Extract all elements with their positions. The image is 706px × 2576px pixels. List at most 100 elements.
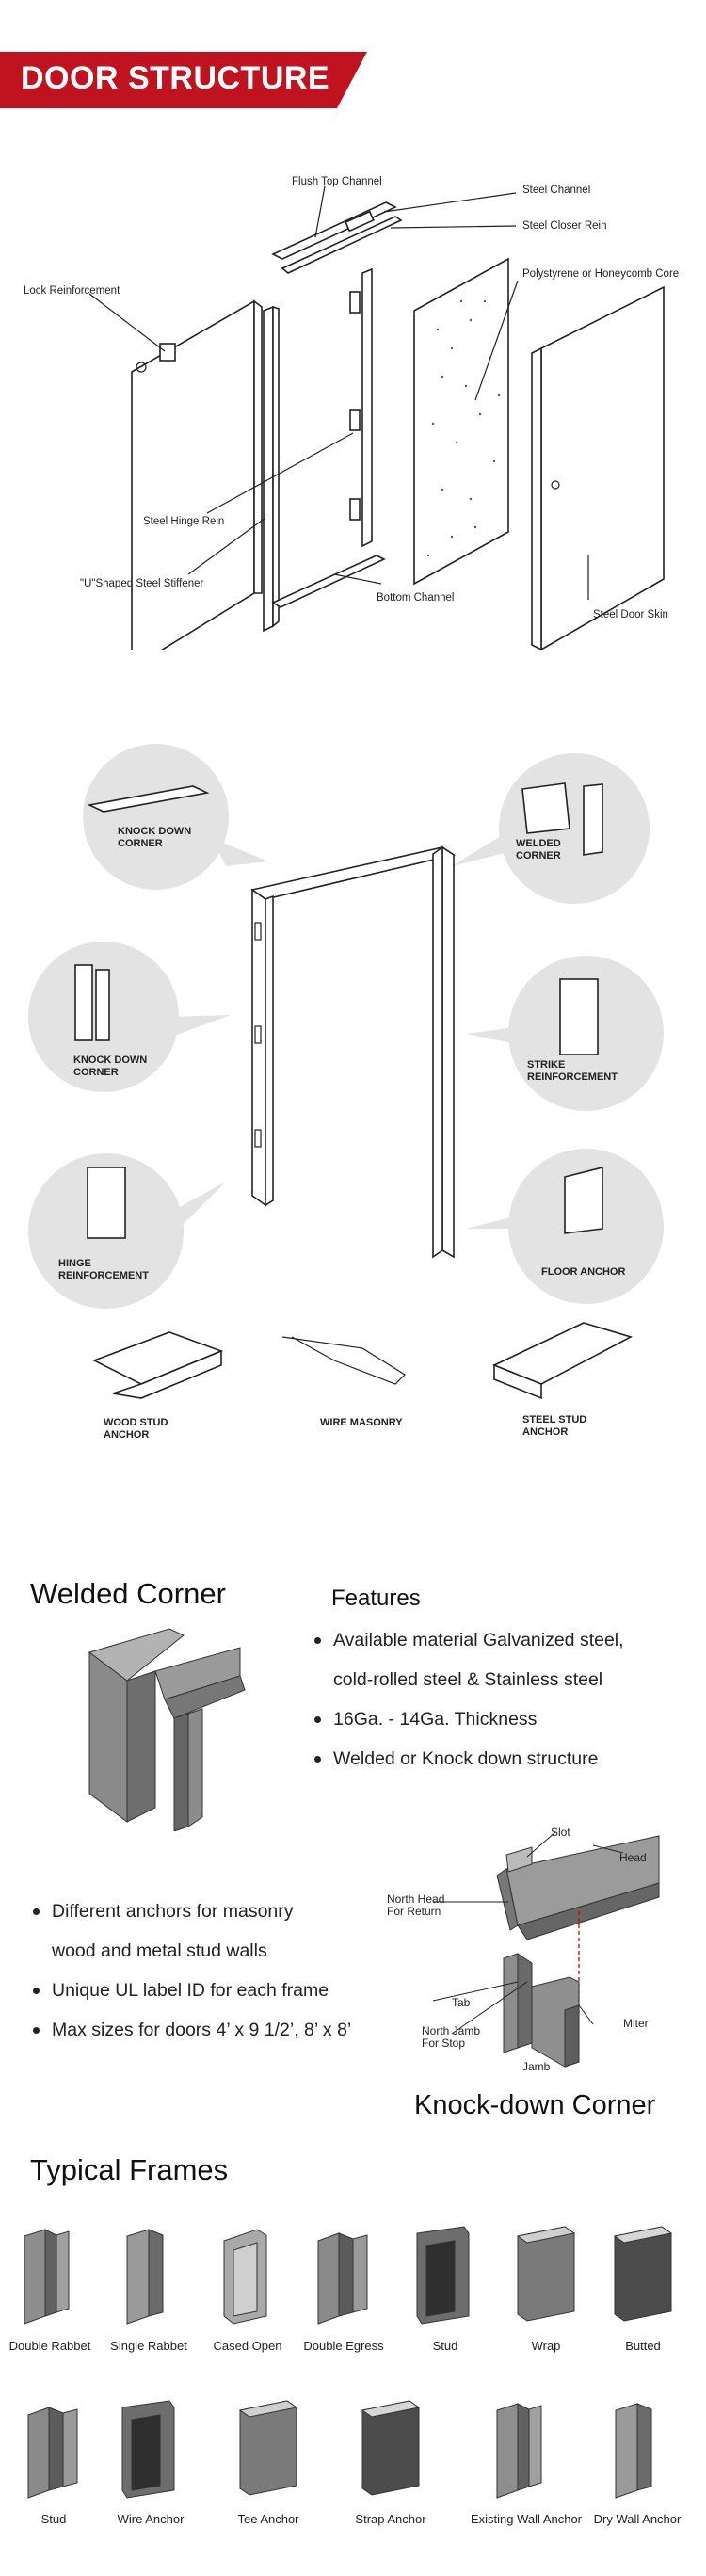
dry-wall-anchor-frame-image [615,2403,652,2499]
label-for-stop: For Stop [422,2037,466,2050]
features-list: Available material Galvanized steel, col… [311,1620,624,1779]
cased-open-frame-label: Cased Open [213,2339,282,2353]
banner-background [0,52,367,108]
welded-corner-image [88,1628,246,1831]
label-bottom-channel: Bottom Channel [377,592,455,604]
double-egress-frame-image [317,2232,368,2325]
leader-stiffener [187,517,266,575]
leader-steel-channel [383,192,517,213]
door-skin-edge [531,346,542,650]
label-miter: Miter [623,2017,649,2030]
knockdown-corner-image [432,1831,660,2068]
callout-strike-reinforcement: STRIKE REINFORCEMENT [527,1059,618,1083]
label-stiffener: "U"Shaped Steel Stiffener [80,578,204,589]
stud-2-frame-image [27,2407,78,2499]
wrap-frame-label: Wrap [531,2339,561,2353]
feature-item: 16Ga. - 14Ga. Thickness [311,1699,624,1739]
section-banner: DOOR STRUCTURE [0,52,367,108]
pointer-knockdown-left [169,1015,231,1036]
bottom-channel-part [271,555,386,608]
hinge-channel-part [361,267,373,548]
features-title: Features [331,1586,421,1611]
wrap-frame-image [516,2226,576,2322]
label-steel-door-skin: Steel Door Skin [593,609,668,620]
knockdown-bullet: Max sizes for doors 4’ x 9 1/2’, 8’ x 8’ [29,2010,351,2050]
knockdown-bullets: Different anchors for masonry wood and m… [29,1892,351,2050]
callout-floor-anchor: FLOOR ANCHOR [541,1266,626,1278]
cased-open-frame-image [223,2229,267,2325]
frame-hinge-3 [254,1129,262,1148]
u-stiffener-part [263,305,274,633]
knockdown-bullet: wood and metal stud walls [52,1940,267,1961]
wood-stud-anchor-side [112,1349,222,1399]
knockdown-corner-top-drawing [87,785,210,813]
label-head: Head [619,1851,647,1864]
callout-bubble-knockdown-top [83,744,229,890]
callout-wire-masonry: WIRE MASONRY [320,1417,403,1428]
leader-lock [88,293,166,352]
butted-frame-image [613,2226,673,2322]
callout-steel-stud-anchor: STEEL STUD ANCHOR [522,1414,587,1438]
leader-bottom [333,573,382,585]
label-lock-reinforcement: Lock Reinforcement [24,285,120,297]
welded-corner-jamb [583,783,603,856]
label-core: Polystyrene or Honeycomb Core [522,268,680,280]
hinge-rein-1 [349,291,361,314]
steel-channel-part [281,216,403,274]
stud-frame-label: Stud [432,2339,458,2353]
double-egress-frame-label: Double Egress [303,2339,384,2353]
hinge-rein-3 [349,498,361,521]
core-texture [426,299,501,557]
steel-stud-anchor-side [493,1363,542,1400]
welded-corner-drawing [521,782,570,834]
callout-hinge-reinforcement: HINGE REINFORCEMENT [58,1258,149,1281]
tee-anchor-frame-image [238,2400,298,2496]
callout-wood-stud-anchor: WOOD STUD ANCHOR [104,1417,168,1441]
label-north-head: North Head [387,1892,445,1906]
wire-anchor-frame-label: Wire Anchor [117,2512,185,2526]
knockdown-bullet: Unique UL label ID for each frame [29,1971,351,2010]
core-panel [413,257,509,586]
door-exploded-diagram [88,185,665,650]
label-steel-closer-rein: Steel Closer Rein [522,220,607,232]
hinge-rein-2 [349,409,361,431]
knockdown-bullet: Different anchors for masonry [29,1892,351,1931]
lock-reinforcement-part [159,343,176,362]
feature-item: Available material Galvanized steel, [311,1620,624,1660]
door-front-panel [131,299,255,650]
frame-jamb-left-return [265,894,274,1207]
knockdown-corner-title: Knock-down Corner [414,2090,656,2120]
existing-wall-anchor-frame-image [496,2403,542,2499]
lock-hole [136,362,147,373]
callout-welded-corner: WELDED CORNER [516,838,561,861]
strap-anchor-frame-label: Strap Anchor [355,2512,426,2526]
label-jamb: Jamb [522,2060,551,2073]
label-for-return: For Return [387,1905,441,1918]
label-slot: Slot [551,1826,570,1839]
skin-lock-hole [551,480,560,490]
u-stiffener-side [272,305,280,628]
label-north-jamb: North Jamb [422,2024,481,2037]
label-flush-top-channel: Flush Top Channel [292,176,382,187]
feature-item: cold-rolled steel & Stainless steel [333,1669,603,1690]
wire-anchor-frame-image [121,2400,175,2499]
callout-bubble-welded [499,753,650,904]
pointer-hinge [174,1182,226,1229]
closer-rein-part [345,210,375,233]
stud-frame-image [416,2226,470,2325]
door-front-edge [253,299,263,594]
single-rabbet-frame-label: Single Rabbet [110,2339,187,2353]
single-rabbet-frame-image [126,2229,164,2325]
double-rabbet-frame-label: Double Rabbet [8,2339,91,2353]
callout-knock-down-corner-top: KNOCK DOWN CORNER [118,826,192,849]
existing-wall-anchor-frame-label: Existing Wall Anchor [471,2512,583,2526]
feature-item: Welded or Knock down structure [311,1739,624,1779]
leader-core [474,280,519,401]
wire-masonry-drawing [281,1336,406,1385]
frame-hinge-1 [254,922,262,941]
label-steel-hinge-rein: Steel Hinge Rein [143,516,225,527]
welded-corner-title: Welded Corner [30,1577,226,1610]
strap-anchor-frame-image [361,2400,421,2496]
frame-hinge-2 [254,1025,262,1044]
pointer-welded [452,829,513,866]
